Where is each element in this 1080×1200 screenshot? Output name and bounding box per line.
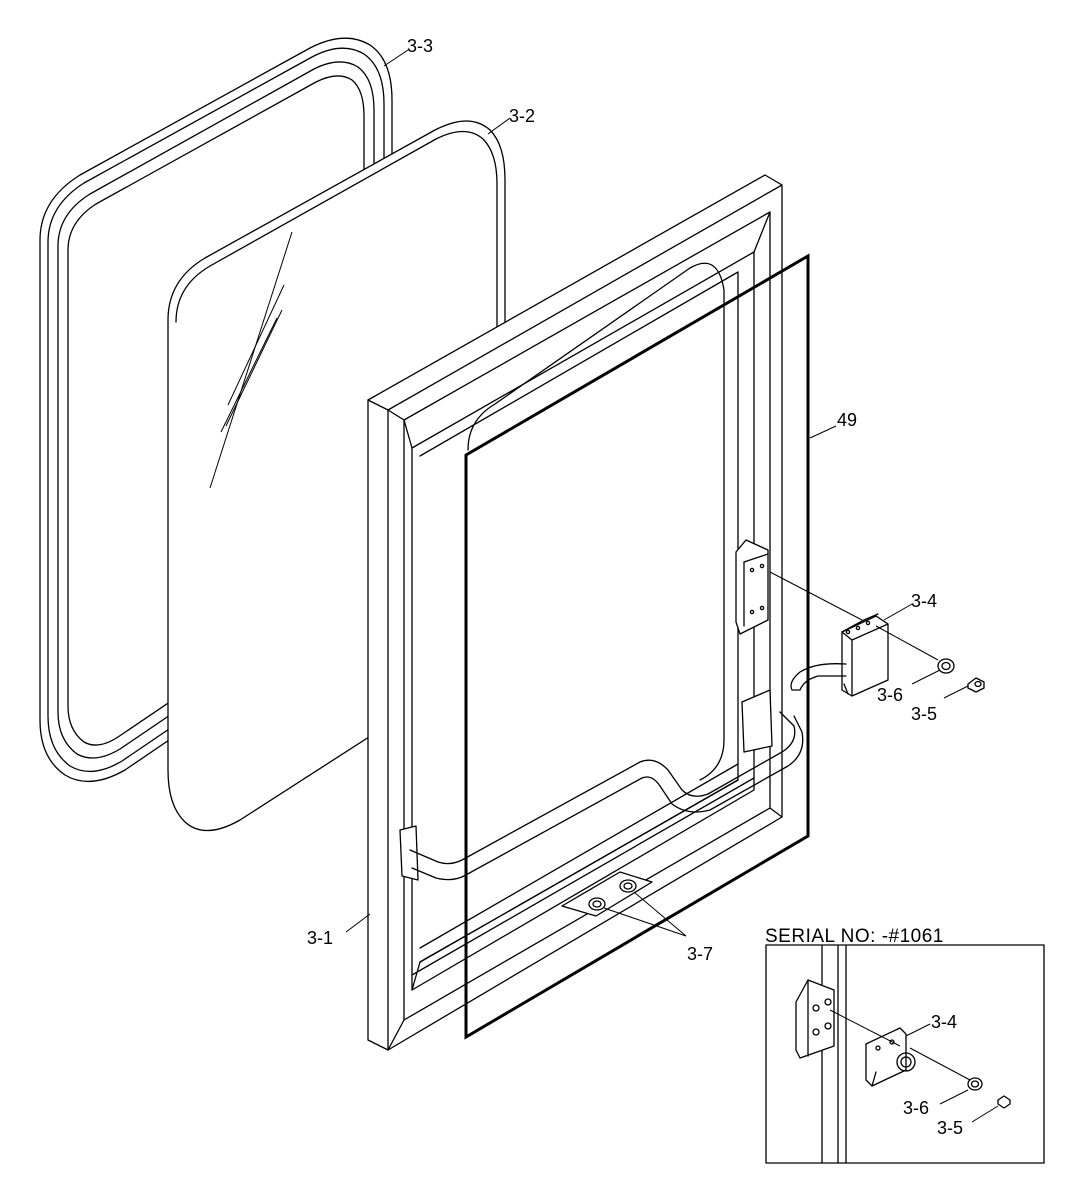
latch-3-4 (790, 613, 889, 697)
callout-49: 49 (837, 410, 857, 430)
screw-3-5 (967, 677, 985, 693)
callout-3-1: 3-1 (307, 928, 333, 948)
inset-border (765, 944, 1045, 1164)
leader-lines (345, 49, 969, 937)
latch-receiver (735, 539, 769, 635)
inset-latch-receiver (795, 979, 835, 1059)
callout-3-5: 3-5 (911, 704, 937, 724)
serial-inset: SERIAL NO: -#1061 (765, 926, 1045, 1164)
hinge-plate-3-7 (561, 871, 653, 917)
inset-callout-3-4: 3-4 (931, 1012, 957, 1032)
inset-washer-3-6 (967, 1077, 983, 1091)
overlay-panel-49 (464, 253, 810, 1040)
callout-3-7: 3-7 (687, 944, 713, 964)
inset-callout-3-6: 3-6 (903, 1098, 929, 1118)
inset-callout-3-5: 3-5 (937, 1118, 963, 1138)
inset-latch-3-4 (865, 1027, 916, 1087)
inset-screw-3-5 (997, 1095, 1011, 1109)
callout-3-2: 3-2 (509, 106, 535, 126)
grab-handle (399, 689, 804, 881)
door-frame-3-1 (367, 174, 783, 1051)
callout-3-6: 3-6 (877, 685, 903, 705)
callout-3-3: 3-3 (407, 36, 433, 56)
serial-number-label: SERIAL NO: -#1061 (765, 926, 944, 947)
callout-3-4: 3-4 (911, 591, 937, 611)
washer-3-6 (937, 658, 955, 674)
